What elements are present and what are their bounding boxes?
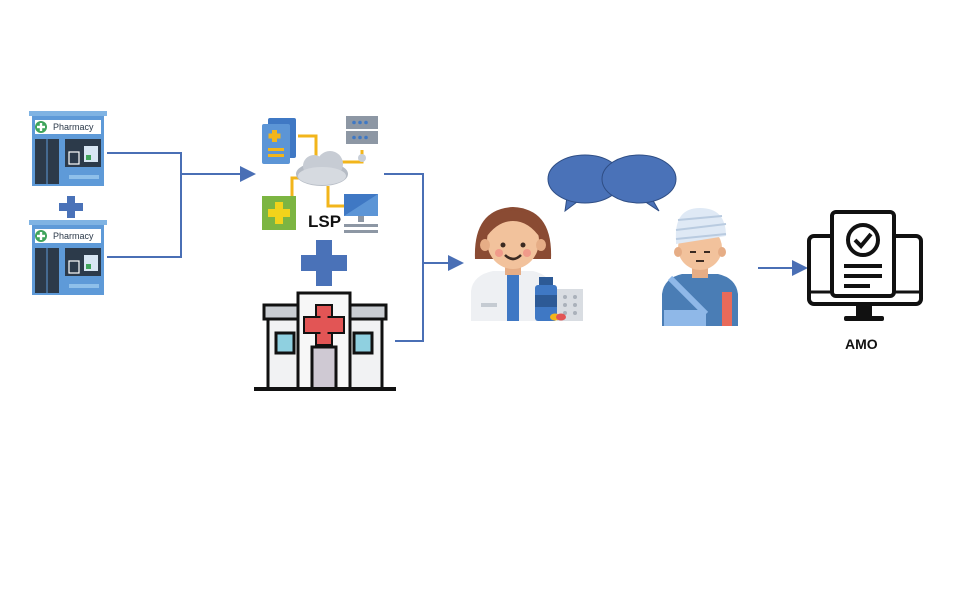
injured-patient-icon [662, 208, 738, 326]
pharmacist-icon [471, 207, 583, 321]
pharmacy-store-icon [29, 220, 107, 295]
amo: AMO [806, 208, 924, 354]
pharmacy-sign-text: Pharmacy [53, 231, 94, 241]
amo-label: AMO [845, 336, 878, 352]
pharmacy-top: Pharmacy [29, 111, 109, 187]
pharmacy-store-icon [29, 111, 107, 186]
hospital-icon [254, 291, 396, 391]
pharmacy-sign-text: Pharmacy [53, 122, 94, 132]
cloud-network-icon [262, 116, 378, 233]
plus-icon [301, 240, 347, 286]
pharmacies-to-lsp-arrow [107, 152, 256, 258]
speech-bubbles-icon [547, 154, 677, 213]
approved-document-monitor-icon [807, 210, 923, 321]
plus-icon [59, 196, 83, 218]
lsp-network: LSP [258, 114, 384, 236]
pharmacy-bottom: Pharmacy [29, 220, 109, 296]
lsp-hospital-to-pharmacist-arrow [384, 173, 464, 342]
lsp-label: LSP [308, 212, 342, 231]
